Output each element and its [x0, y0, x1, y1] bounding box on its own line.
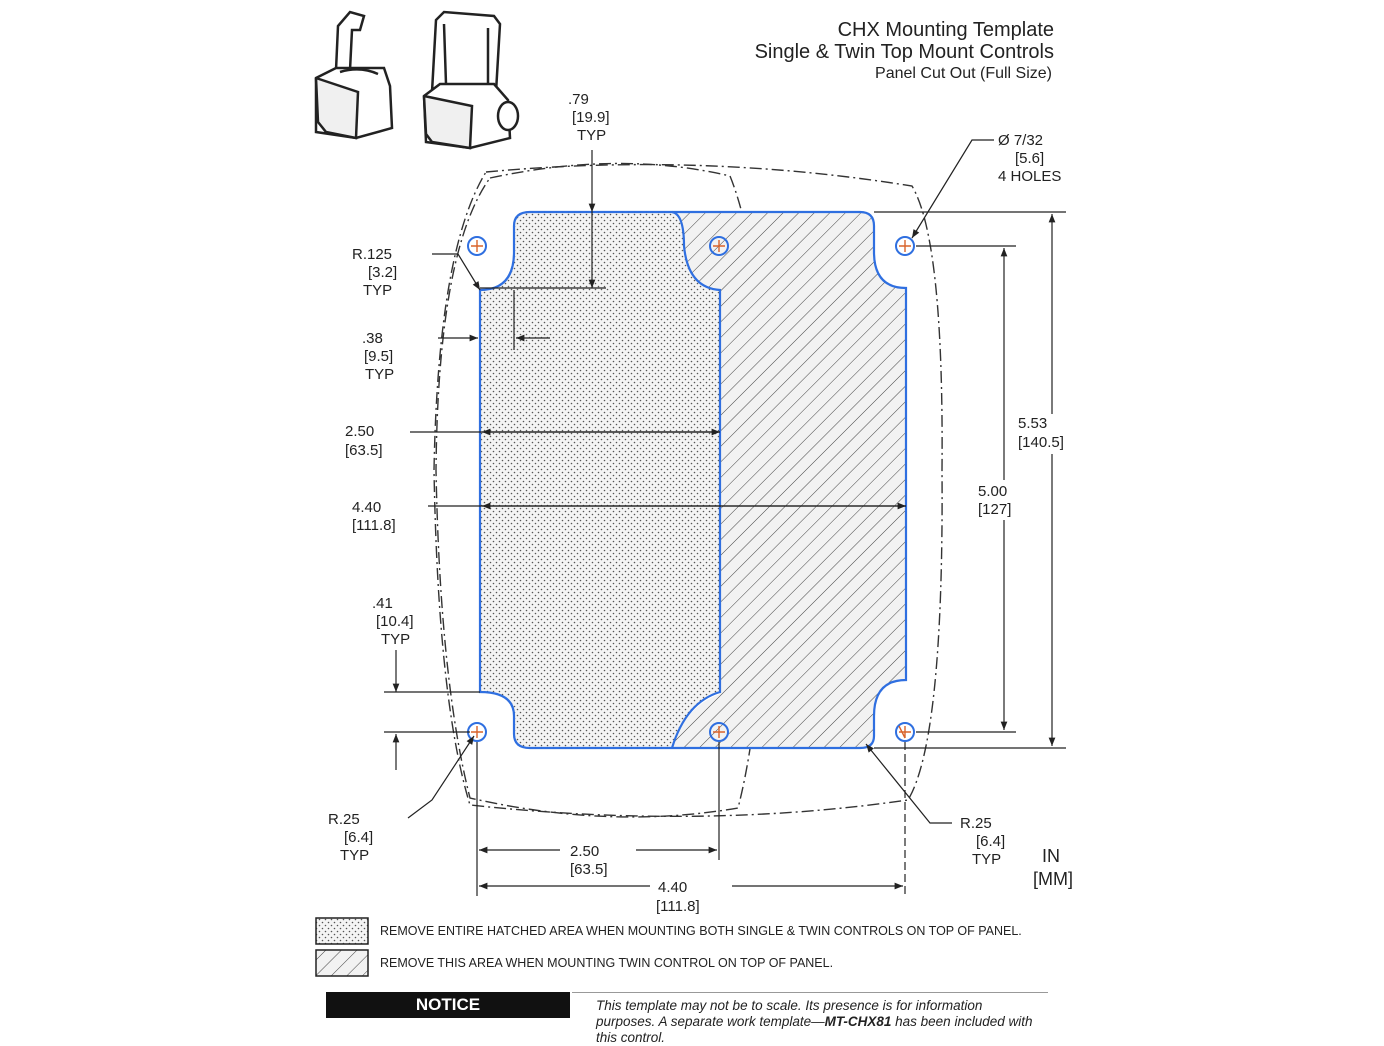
svg-text:TYP: TYP [381, 631, 410, 648]
twin-cutout-area [672, 212, 906, 748]
dim-041: .41 [372, 595, 393, 612]
hole-top-right [895, 236, 915, 256]
dim-bottom-250: 2.50 [570, 843, 599, 860]
svg-text:[111.8]: [111.8] [352, 517, 396, 534]
svg-text:[5.6]: [5.6] [1015, 150, 1044, 167]
dim-553: 5.53 [1018, 415, 1047, 432]
mounting-holes [467, 236, 915, 742]
dim-r25-left: R.25 [328, 811, 360, 828]
dim-038: .38 [362, 330, 383, 347]
hole-bottom-mid [709, 722, 729, 742]
svg-text:[6.4]: [6.4] [976, 833, 1005, 850]
svg-text:[140.5]: [140.5] [1018, 434, 1064, 451]
cutout-outline [478, 210, 908, 750]
svg-text:TYP: TYP [577, 127, 606, 144]
legend: REMOVE ENTIRE HATCHED AREA WHEN MOUNTING… [315, 917, 1022, 977]
svg-text:[63.5]: [63.5] [570, 861, 608, 878]
svg-text:TYP: TYP [365, 366, 394, 383]
single-cutout-divider [670, 210, 722, 749]
hole-top-mid [709, 236, 729, 256]
title-line-1: CHX Mounting Template [838, 19, 1054, 41]
legend-swatch-dotted [315, 917, 369, 945]
svg-text:TYP: TYP [363, 282, 392, 299]
svg-text:[6.4]: [6.4] [344, 829, 373, 846]
hole-bottom-left [467, 722, 487, 742]
units-in: IN [1042, 846, 1060, 866]
legend-swatch-hatched [315, 949, 369, 977]
dim-bottom-440: 4.40 [658, 879, 687, 896]
dimension-lines [384, 139, 1066, 896]
dim-250: 2.50 [345, 423, 374, 440]
twin-control-outline [433, 163, 943, 818]
hole-bottom-right [895, 722, 915, 742]
dim-440: 4.40 [352, 499, 381, 516]
svg-text:[10.4]: [10.4] [376, 613, 414, 630]
units-mm: [MM] [1033, 869, 1073, 889]
dim-r125: R.125 [352, 246, 392, 263]
svg-text:[111.8]: [111.8] [656, 898, 700, 915]
legend-item-hatched: REMOVE THIS AREA WHEN MOUNTING TWIN CONT… [380, 956, 833, 970]
svg-text:[127]: [127] [978, 501, 1011, 518]
notice-rule [572, 992, 1048, 993]
dim-r25-right: R.25 [960, 815, 992, 832]
svg-text:[19.9]: [19.9] [572, 109, 610, 126]
twin-control-icon [422, 10, 520, 150]
dim-hole: Ø 7/32 [998, 132, 1043, 149]
single-control-outline [435, 162, 769, 818]
dim-079: .79 [568, 91, 589, 108]
template-part-number: MT-CHX81 [824, 1014, 892, 1029]
dim-500: 5.00 [978, 483, 1007, 500]
title-line-3: Panel Cut Out (Full Size) [875, 65, 1052, 82]
legend-item-dotted: REMOVE ENTIRE HATCHED AREA WHEN MOUNTING… [380, 924, 1022, 938]
single-control-icon [314, 10, 394, 140]
svg-text:4 HOLES: 4 HOLES [998, 168, 1061, 185]
svg-text:[9.5]: [9.5] [364, 348, 393, 365]
svg-text:TYP: TYP [340, 847, 369, 864]
hole-top-left [467, 236, 487, 256]
svg-text:[3.2]: [3.2] [368, 264, 397, 281]
svg-text:[63.5]: [63.5] [345, 442, 383, 459]
svg-text:TYP: TYP [972, 851, 1001, 868]
notice-label: NOTICE [326, 992, 570, 1018]
title-line-2: Single & Twin Top Mount Controls [755, 41, 1054, 63]
single-cutout-area [480, 212, 720, 748]
notice-text: This template may not be to scale. Its p… [596, 998, 1033, 1045]
